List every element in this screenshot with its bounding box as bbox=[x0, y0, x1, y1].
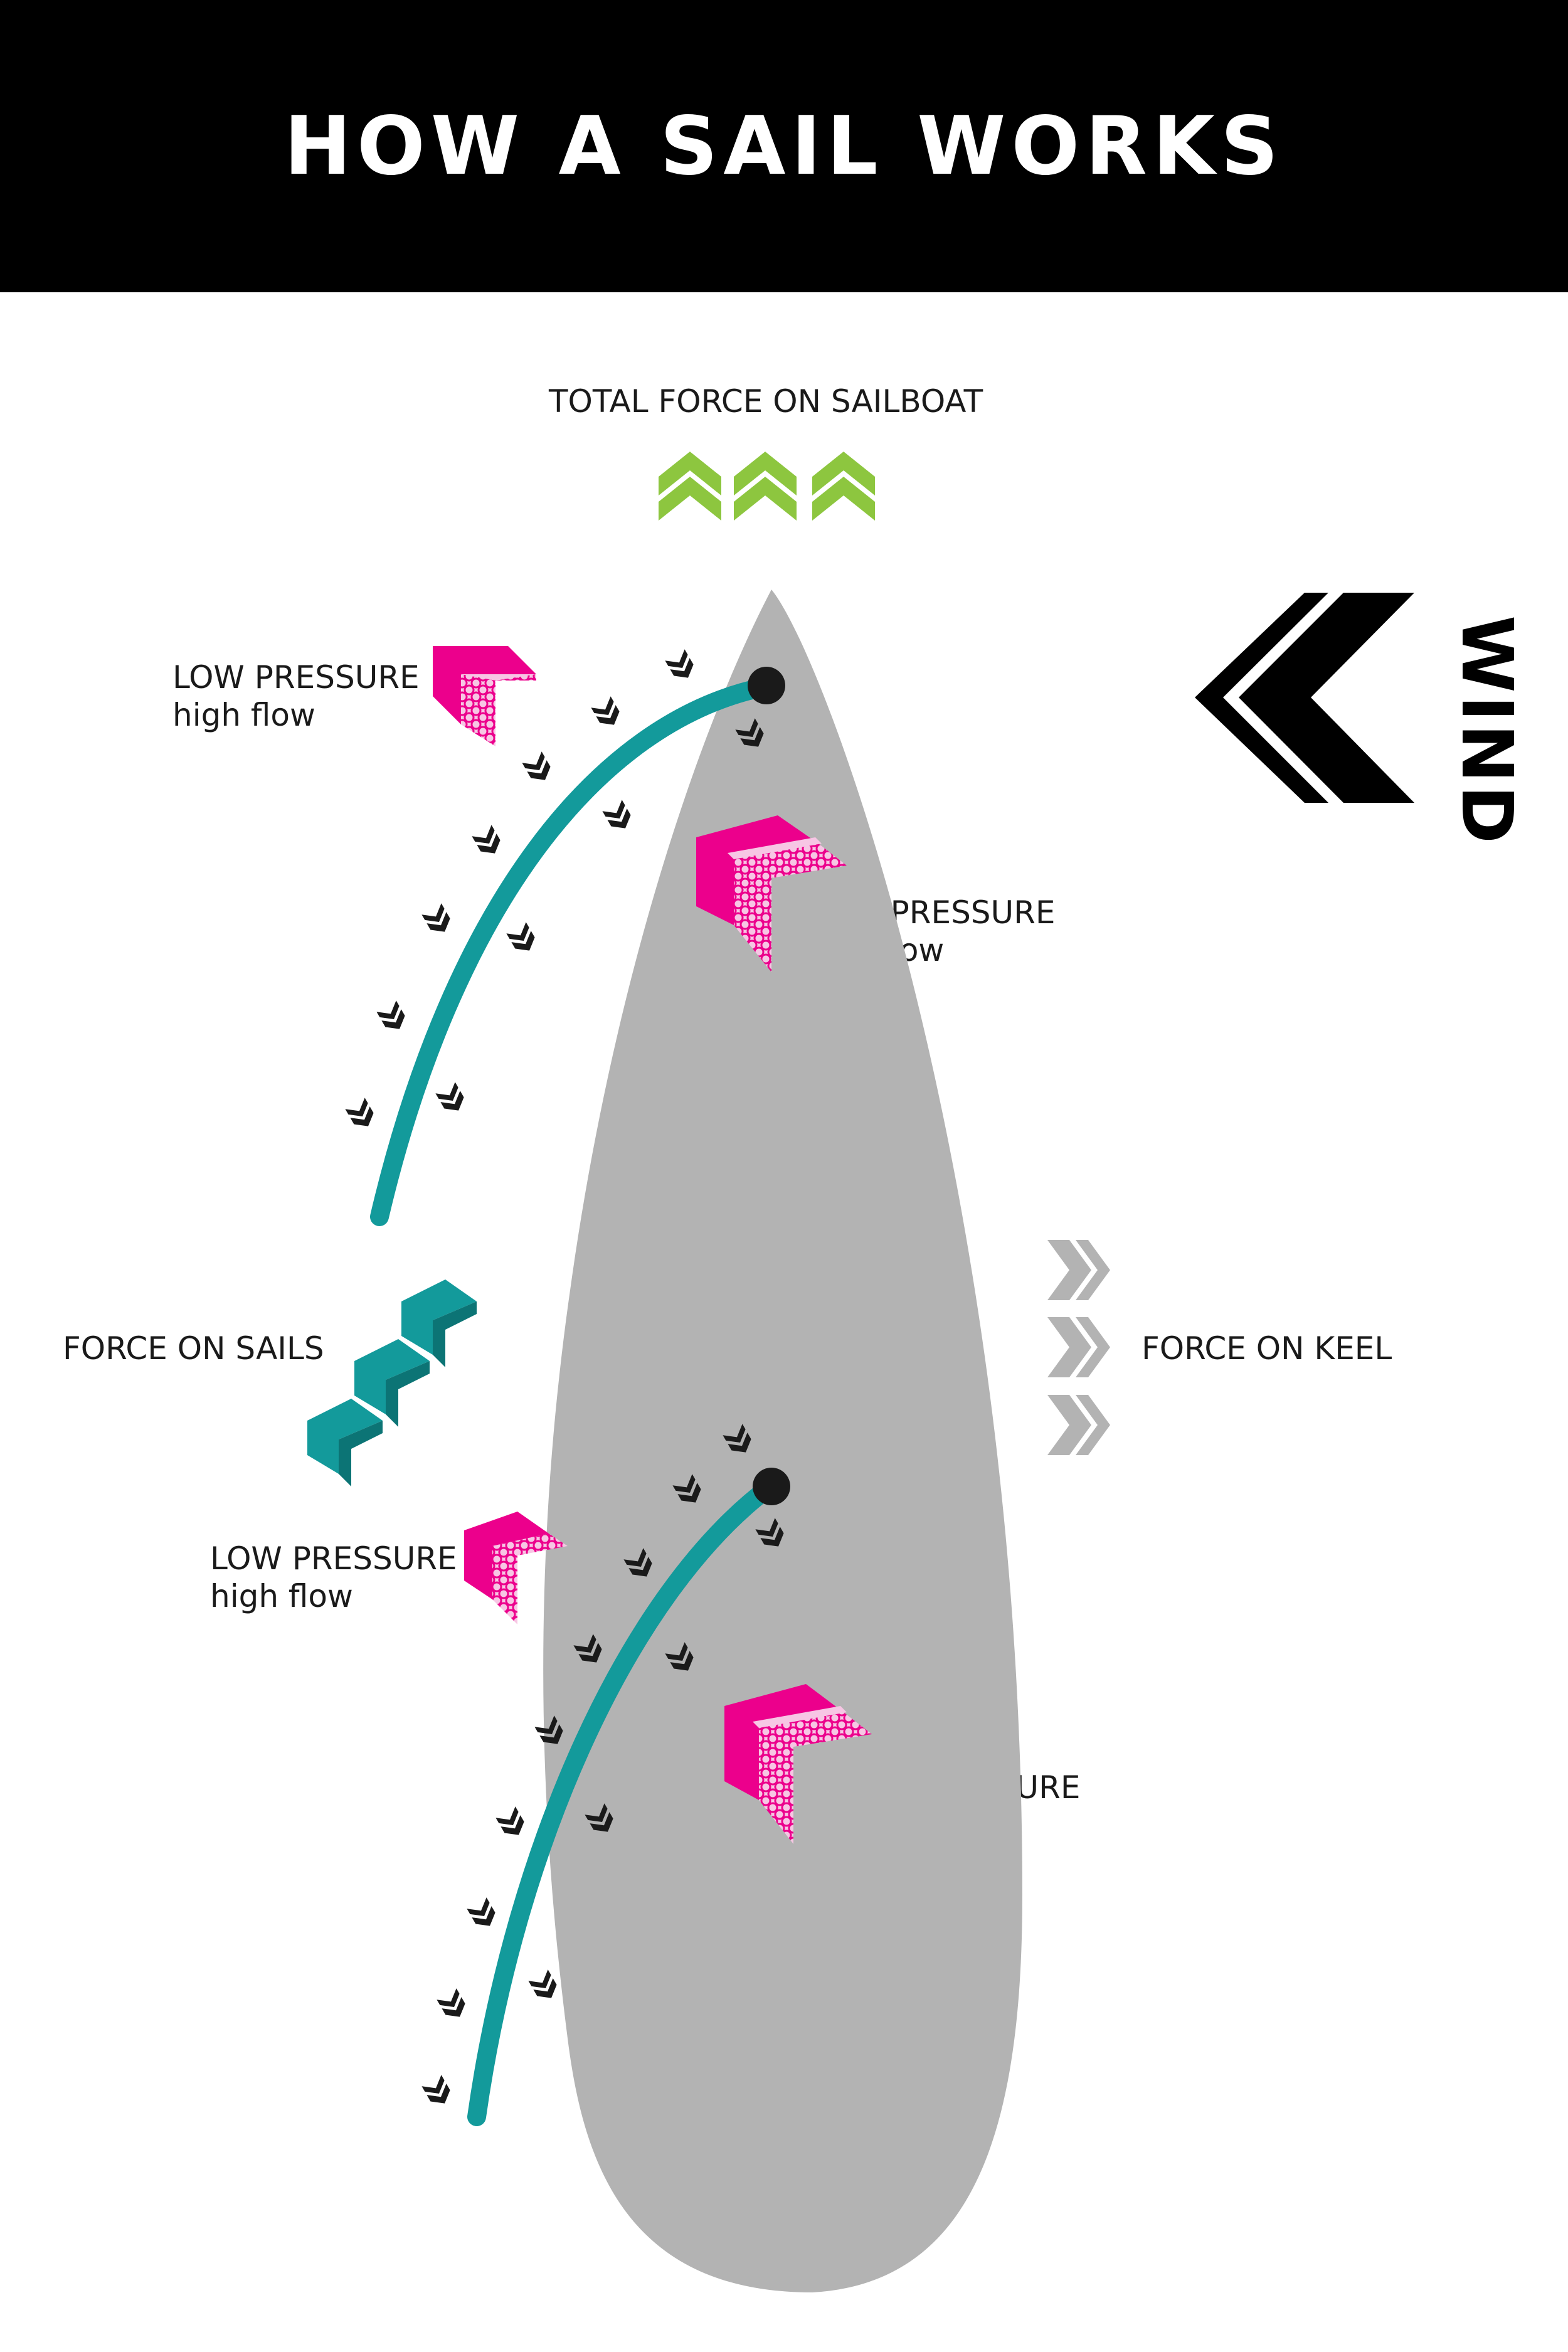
lower-mast bbox=[753, 1468, 790, 1505]
lower-low-pressure-marker bbox=[464, 1512, 568, 1624]
lower-sail bbox=[467, 1477, 780, 2126]
total-force-arrows bbox=[659, 452, 875, 521]
wind-arrow bbox=[1195, 593, 1414, 803]
upper-low-pressure-title: LOW PRESSURE bbox=[172, 659, 420, 696]
force-on-keel-arrow bbox=[1047, 1395, 1110, 1455]
lower-low-pressure-title: LOW PRESSURE bbox=[210, 1540, 457, 1577]
page-title: HOW A SAIL WORKS bbox=[283, 99, 1285, 193]
total-force-arrow bbox=[734, 452, 797, 521]
force-on-sails-arrow bbox=[401, 1279, 477, 1367]
lower-high-pressure-marker bbox=[724, 1684, 872, 1844]
force-on-keel-arrow bbox=[1047, 1240, 1110, 1300]
upper-low-pressure-marker bbox=[433, 646, 536, 746]
force-on-sails-arrow bbox=[354, 1339, 430, 1427]
force-on-sails-arrow bbox=[307, 1399, 383, 1486]
upper-high-pressure-marker bbox=[696, 815, 847, 972]
header-bar: HOW A SAIL WORKS bbox=[0, 0, 1568, 292]
upper-sail bbox=[370, 677, 775, 1226]
force-on-keel-label: FORCE ON KEEL bbox=[1142, 1330, 1392, 1367]
force-on-sails-arrows bbox=[307, 1279, 477, 1486]
hull bbox=[543, 590, 1022, 2292]
sail-diagram bbox=[307, 452, 1414, 2292]
force-on-sails-label: FORCE ON SAILS bbox=[63, 1330, 324, 1367]
upper-low-flow-text: high flow bbox=[172, 697, 315, 733]
force-on-keel-arrows bbox=[1047, 1240, 1110, 1455]
total-force-arrow bbox=[812, 452, 875, 521]
upper-mast bbox=[748, 667, 785, 704]
lower-low-pressure-label: LOW PRESSURE high flow bbox=[210, 1540, 457, 1615]
force-on-keel-arrow bbox=[1047, 1317, 1110, 1377]
total-force-label: TOTAL FORCE ON SAILBOAT bbox=[549, 383, 983, 420]
lower-low-flow-text: high flow bbox=[210, 1578, 353, 1614]
upper-low-pressure-label: LOW PRESSURE high flow bbox=[172, 659, 420, 734]
total-force-arrow bbox=[659, 452, 721, 521]
